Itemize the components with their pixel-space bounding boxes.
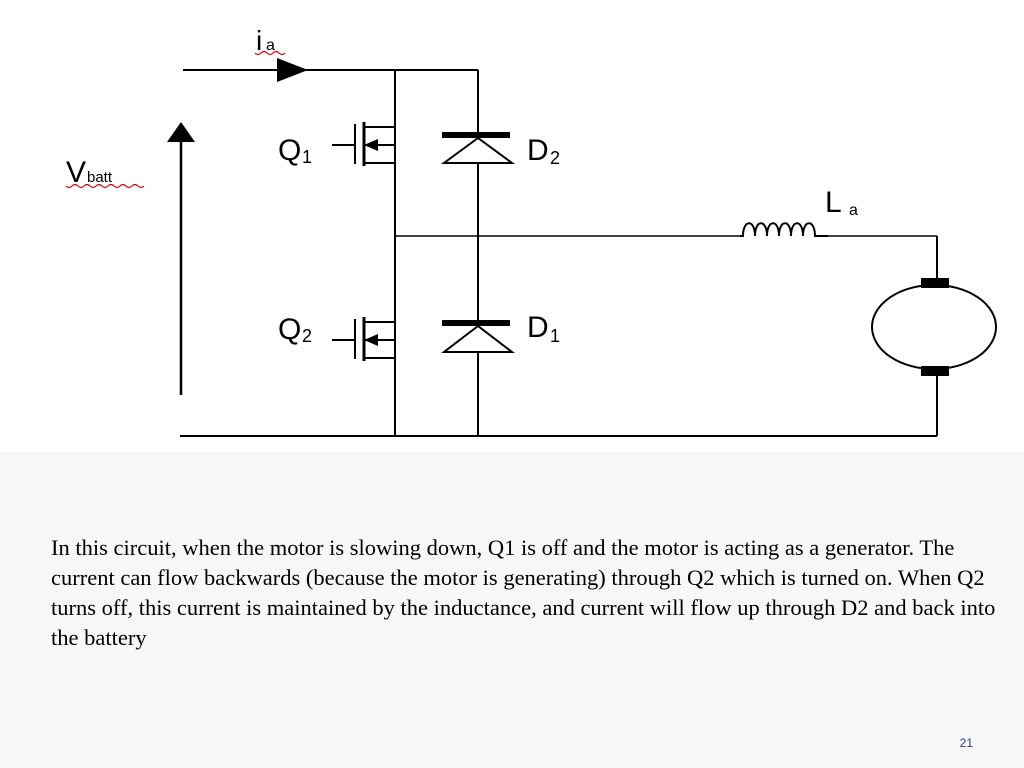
svg-text:1: 1: [550, 326, 560, 346]
svg-text:2: 2: [302, 326, 312, 346]
motor-symbol: [871, 278, 997, 376]
d2-diode-symbol: [440, 132, 516, 164]
svg-text:a: a: [266, 37, 275, 54]
page-number: 21: [959, 736, 973, 750]
circuit-diagram: i a V batt Q 1 Q 2 D 2 D 1 L a: [65, 25, 997, 437]
caption-text: In this circuit, when the motor is slowi…: [51, 535, 996, 650]
svg-text:1: 1: [302, 147, 312, 167]
q2-transistor-symbol: [332, 317, 395, 361]
label-current: i a: [254, 25, 286, 56]
label-d2: D 2: [527, 134, 560, 168]
inductor-symbol: [740, 222, 828, 237]
svg-text:V: V: [66, 156, 86, 189]
svg-text:batt: batt: [87, 169, 113, 186]
svg-text:a: a: [849, 202, 858, 219]
spellcheck-underline: [65, 183, 145, 189]
svg-text:i: i: [256, 25, 262, 56]
label-d1: D 1: [527, 311, 560, 346]
spellcheck-underline: [254, 50, 286, 56]
svg-text:2: 2: [550, 148, 560, 168]
svg-text:Q: Q: [278, 313, 301, 346]
current-arrow: [277, 58, 308, 82]
d1-diode-symbol: [441, 320, 515, 353]
svg-text:D: D: [527, 311, 549, 344]
label-q1: Q 1: [278, 134, 312, 167]
circuit-wires: [180, 69, 938, 437]
battery-voltage-arrow: [167, 122, 195, 395]
label-voltage: V batt: [65, 156, 145, 189]
svg-text:L: L: [825, 186, 842, 219]
svg-text:D: D: [527, 134, 549, 167]
q1-transistor-symbol: [332, 122, 395, 166]
label-q2: Q 2: [278, 313, 312, 346]
label-inductor: L a: [825, 186, 858, 219]
slide-background-band: [0, 452, 1024, 768]
svg-text:Q: Q: [278, 134, 301, 167]
